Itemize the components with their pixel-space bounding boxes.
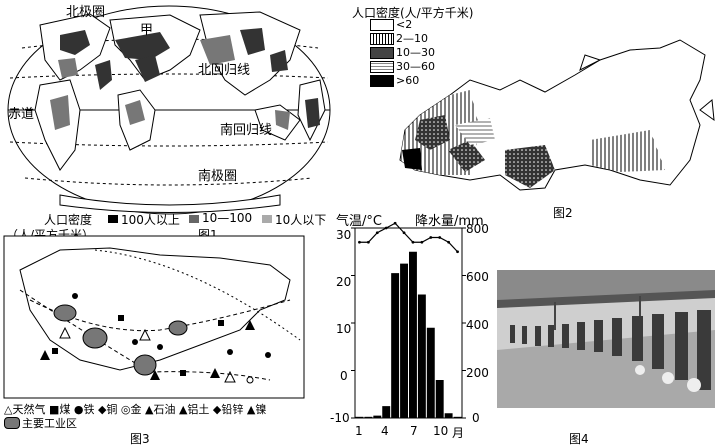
month-tick-4: 4 bbox=[381, 424, 389, 438]
fig3-caption: 图3 bbox=[130, 432, 150, 446]
precip-bar-6 bbox=[400, 263, 408, 418]
temp-point-10 bbox=[438, 236, 442, 239]
precip-tick-200: 200 bbox=[466, 366, 489, 380]
fig2-class-3: 10—30 bbox=[396, 46, 435, 59]
temp-point-5 bbox=[393, 221, 397, 225]
industry-zone-swatch bbox=[4, 417, 20, 429]
precip-bar-7 bbox=[409, 251, 417, 418]
temp-point-6 bbox=[402, 231, 406, 235]
fig2-legend-row-5: >60 bbox=[370, 74, 419, 87]
fig2-legend-row-1: <2 bbox=[370, 18, 412, 31]
fig1-legend-title: 人口密度 bbox=[44, 213, 93, 227]
fig2-class-5: >60 bbox=[396, 74, 420, 87]
temp-point-3 bbox=[375, 231, 379, 235]
precip-tick-0: 0 bbox=[472, 411, 480, 425]
temp-tick-0: 0 bbox=[340, 369, 348, 383]
fig2-legend-row-3: 10—30 bbox=[370, 46, 435, 59]
fig2-class-4: 30—60 bbox=[396, 60, 435, 73]
temp-point-7 bbox=[411, 240, 415, 244]
fig2-legend-row-4: 30—60 bbox=[370, 60, 435, 73]
temp-tick-10: 10 bbox=[336, 322, 352, 336]
label-tropic-of-capricorn: 南回归线 bbox=[220, 123, 273, 138]
fig2-caption: 图2 bbox=[553, 206, 573, 220]
label-antarctic-circle: 南极圈 bbox=[198, 169, 238, 184]
precip-bar-12 bbox=[453, 416, 462, 418]
precip-bar-10 bbox=[435, 380, 444, 418]
temp-axis-label: 气温/°C bbox=[336, 214, 382, 229]
temp-tick-30: 30 bbox=[336, 228, 352, 242]
precip-bar-8 bbox=[417, 294, 426, 418]
fig3-legend-industry: 主要工业区 bbox=[22, 417, 77, 430]
legend-swatch-medium bbox=[189, 215, 199, 223]
temp-tick-minus-10: -10 bbox=[330, 411, 350, 425]
fig2-class-1: <2 bbox=[396, 18, 413, 31]
precip-bar-5 bbox=[391, 273, 400, 418]
precip-tick-800: 800 bbox=[466, 222, 489, 236]
legend-item-10-100: 10—100 bbox=[202, 211, 253, 225]
month-tick-1: 1 bbox=[355, 424, 363, 438]
precip-bar-9 bbox=[426, 327, 435, 418]
precip-bar-3 bbox=[373, 415, 382, 418]
temp-point-2 bbox=[366, 240, 370, 244]
temp-point-9 bbox=[429, 236, 433, 239]
temperature-line bbox=[359, 222, 458, 253]
precip-axis-label: 降水量/mm bbox=[415, 214, 484, 229]
precip-bar-11 bbox=[444, 413, 453, 418]
temp-point-4 bbox=[384, 226, 388, 230]
temp-point-8 bbox=[420, 240, 424, 244]
fig3-legend-resources: △天然气 ■煤 ●铁 ◆铜 ◎金 ▲石油 ▲铝土 ◆铅锌 ▲镍 bbox=[4, 403, 267, 416]
legend-swatch-dark bbox=[108, 215, 118, 223]
legend-item-100: 100人以上 bbox=[121, 213, 180, 227]
precip-bar-1 bbox=[355, 416, 364, 418]
legend-item-under-10: 10人以下 bbox=[275, 213, 327, 227]
fig2-legend-row-2: 2—10 bbox=[370, 32, 428, 45]
precip-tick-400: 400 bbox=[466, 318, 489, 332]
month-unit: 月 bbox=[452, 426, 465, 440]
label-tropic-of-cancer: 北回归线 bbox=[198, 63, 251, 78]
legend-swatch-light bbox=[262, 215, 272, 223]
temp-point-12 bbox=[456, 250, 459, 254]
temp-point-1 bbox=[358, 240, 361, 244]
fig2-legend-title: 人口密度(人/平方千米) bbox=[352, 6, 474, 20]
label-jia: 甲 bbox=[140, 23, 154, 38]
temp-point-11 bbox=[447, 240, 451, 244]
fig4-caption: 图4 bbox=[569, 432, 589, 446]
precip-bar-4 bbox=[382, 406, 391, 418]
month-tick-7: 7 bbox=[410, 424, 418, 438]
label-arctic-circle: 北极圈 bbox=[66, 5, 106, 20]
fig2-class-2: 2—10 bbox=[396, 32, 428, 45]
precip-bar-2 bbox=[364, 416, 373, 418]
label-equator: 赤道 bbox=[8, 107, 35, 122]
month-tick-10: 10 bbox=[433, 424, 449, 438]
precip-tick-600: 600 bbox=[466, 270, 489, 284]
temp-tick-20: 20 bbox=[336, 275, 352, 289]
